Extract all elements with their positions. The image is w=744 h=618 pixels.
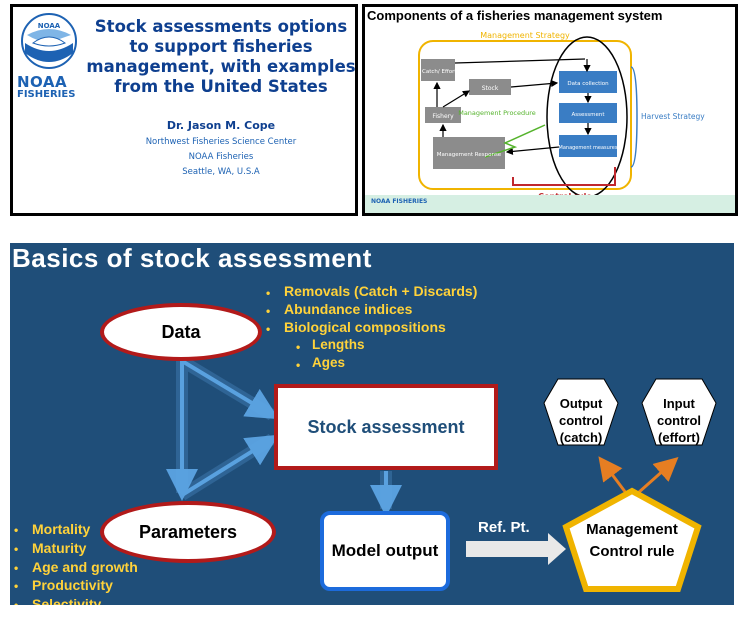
input-control-hexagon — [641, 378, 717, 446]
author-name: Dr. Jason M. Cope — [166, 119, 276, 132]
parameter-bullet: Productivity — [32, 577, 113, 593]
svg-text:•: • — [296, 340, 300, 354]
slide-title: Components of a fisheries management sys… — [367, 8, 663, 23]
svg-text:•: • — [14, 542, 18, 556]
affiliation-line: Seattle, WA, U.S.A — [182, 167, 260, 177]
svg-text:•: • — [266, 304, 270, 318]
data-oval: Data — [100, 303, 262, 361]
data-sub-bullet: Lengths — [312, 337, 365, 352]
svg-text:•: • — [266, 286, 270, 300]
svg-text:•: • — [14, 598, 18, 605]
management-measures-box — [559, 135, 617, 157]
model-output-box: Model output — [320, 511, 450, 591]
input-control-label: Input control (effort) — [656, 396, 702, 445]
stock-assessment-diagram: • • • • • • • • • • — [14, 286, 717, 605]
slide-footer: NOAA FISHERIES — [365, 195, 735, 213]
parameter-bullet: Age and growth — [32, 559, 138, 575]
harvest-strategy-label: Harvest Strategy — [641, 112, 705, 121]
parameter-bullet: Maturity — [32, 540, 87, 556]
noaa-brand-word: NOAA — [17, 73, 68, 91]
data-bullet: Abundance indices — [284, 301, 413, 317]
data-to-assessment-arrow — [180, 359, 279, 420]
affiliation-line: Northwest Fisheries Science Center — [145, 137, 297, 147]
noaa-logo-icon: NOAA — [21, 13, 77, 69]
stock-assessment-box: Stock assessment — [274, 384, 498, 470]
parameters-to-assessment-arrow — [180, 434, 279, 497]
data-collection-box — [559, 71, 617, 93]
parameter-bullet: Selectivity — [32, 596, 102, 605]
catch-effort-label: Catch/ Effort — [422, 69, 457, 75]
management-measures-label: Management measures — [559, 145, 618, 151]
parameter-bullet: Mortality — [32, 521, 91, 537]
svg-text:•: • — [266, 322, 270, 336]
ref-pt-label: Ref. Pt. — [478, 519, 530, 536]
footer-noaa-logo: NOAA FISHERIES — [371, 198, 428, 205]
assessment-label: Assessment — [572, 112, 606, 118]
management-procedure-label: Management Procedure — [458, 109, 536, 117]
output-control-hexagon — [543, 378, 619, 446]
management-response-box — [433, 137, 505, 169]
output-control-label: Output control (catch) — [558, 396, 604, 445]
basics-slide: • • • • • • • • • • Basics of stock asse… — [10, 243, 734, 605]
fishery-box — [425, 107, 461, 123]
assessment-box — [559, 103, 617, 123]
fisheries-brand-word: FISHERIES — [17, 89, 76, 100]
presentation-title: Stock assessments options to support fis… — [86, 17, 356, 96]
fishery-label: Fishery — [432, 113, 454, 120]
parameters-oval: Parameters — [100, 501, 276, 563]
data-bullet: Removals (Catch + Discards) — [284, 283, 478, 299]
data-collection-label: Data collection — [567, 81, 609, 87]
components-slide: Management Strategy Catch/ Effort Stock … — [362, 4, 738, 216]
title-slide: NOAA NOAA FISHERIES Stock assessments op… — [10, 4, 358, 216]
management-pentagon — [562, 487, 702, 592]
management-response-label: Management Response — [437, 152, 502, 158]
management-strategy-frame — [418, 40, 632, 190]
ref-pt-arrow — [466, 533, 566, 565]
svg-text:•: • — [14, 523, 18, 537]
slide-title: Basics of stock assessment — [12, 243, 372, 273]
management-system-diagram: Management Strategy Catch/ Effort Stock … — [418, 31, 705, 201]
svg-text:•: • — [14, 579, 18, 593]
management-control-rule-label: Management Control rule — [586, 521, 678, 560]
to-input-control-arrow — [637, 457, 679, 495]
affiliation-line: NOAA Fisheries — [188, 152, 254, 162]
catch-effort-box — [421, 59, 455, 81]
control-rule-bracket — [512, 167, 616, 186]
svg-text:•: • — [14, 561, 18, 575]
data-sub-bullet: Ages — [312, 355, 346, 370]
stock-label: Stock — [482, 85, 499, 92]
data-bullet: Biological compositions — [284, 319, 446, 335]
svg-text:•: • — [296, 358, 300, 372]
management-procedure-bracket — [484, 124, 546, 158]
to-output-control-arrow — [598, 456, 628, 494]
management-strategy-label: Management Strategy — [480, 31, 570, 40]
stock-box — [469, 79, 511, 95]
noaa-logo-text: NOAA — [38, 22, 61, 30]
